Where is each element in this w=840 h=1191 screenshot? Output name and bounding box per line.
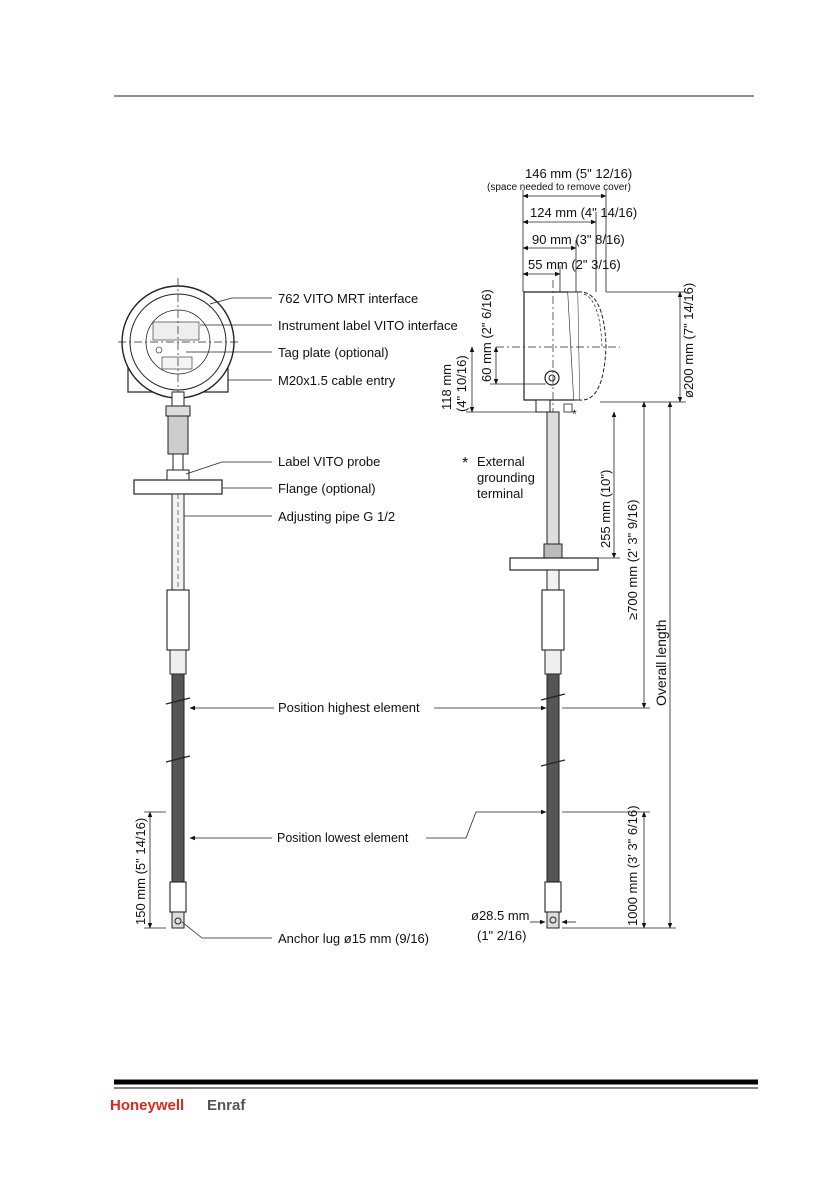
side-width-dims <box>522 190 607 292</box>
dim-28-5-b: (1" 2/16) <box>477 928 526 943</box>
element-position-lines <box>189 705 650 841</box>
side-height-dims-left <box>466 346 546 413</box>
label-position-lowest: Position lowest element <box>277 831 409 845</box>
label-vito-probe: Label VITO probe <box>278 454 380 469</box>
side-view-drawing <box>496 280 620 929</box>
dim-150-front <box>144 811 166 929</box>
side-width-labels: 146 mm (5" 12/16) (space needed to remov… <box>487 166 637 272</box>
dim-200: ø200 mm (7" 14/16) <box>681 283 696 398</box>
dim-255: 255 mm (10") <box>598 470 613 548</box>
dim-118b: (4" 10/16) <box>454 355 469 412</box>
brand-enraf: Enraf <box>207 1097 246 1114</box>
front-callout-leaders <box>181 297 272 939</box>
label-adjusting-pipe: Adjusting pipe G 1/2 <box>278 509 395 524</box>
label-mrt-interface: 762 VITO MRT interface <box>278 291 418 306</box>
front-view-drawing <box>118 278 238 929</box>
ground-note-line1: External <box>477 454 525 469</box>
side-height-dims-right <box>562 291 686 929</box>
ground-note-star: * <box>462 455 468 472</box>
dim-55: 55 mm (2" 3/16) <box>528 257 621 272</box>
dim-146: 146 mm (5" 12/16) <box>525 166 632 181</box>
brand-honeywell: Honeywell <box>110 1097 184 1114</box>
front-callout-labels: 762 VITO MRT interface Instrument label … <box>278 291 458 946</box>
label-position-highest: Position highest element <box>278 700 420 715</box>
label-flange: Flange (optional) <box>278 481 376 496</box>
ground-note-line2: grounding <box>477 470 535 485</box>
label-cable-entry: M20x1.5 cable entry <box>278 373 396 388</box>
dim-118a: 118 mm <box>439 364 454 410</box>
label-instrument-label: Instrument label VITO interface <box>278 318 458 333</box>
label-tag-plate: Tag plate (optional) <box>278 345 389 360</box>
ground-star-icon: * <box>572 407 577 421</box>
dim-146-note: (space needed to remove cover) <box>487 182 631 193</box>
dim-28-5-a: ø28.5 mm <box>471 908 530 923</box>
dim-124: 124 mm (4" 14/16) <box>530 205 637 220</box>
ground-note-line3: terminal <box>477 486 523 501</box>
dim-90: 90 mm (3" 8/16) <box>532 232 625 247</box>
label-anchor-lug: Anchor lug ø15 mm (9/16) <box>278 931 429 946</box>
dim-150-label: 150 mm (5" 14/16) <box>133 818 148 925</box>
dim-overall-length: Overall length <box>653 620 669 706</box>
dim-700: ≥700 mm (2' 3" 9/16) <box>625 500 640 620</box>
dim-1000: 1000 mm (3' 3" 6/16) <box>625 805 640 926</box>
dim-60: 60 mm (2" 6/16) <box>479 289 494 382</box>
